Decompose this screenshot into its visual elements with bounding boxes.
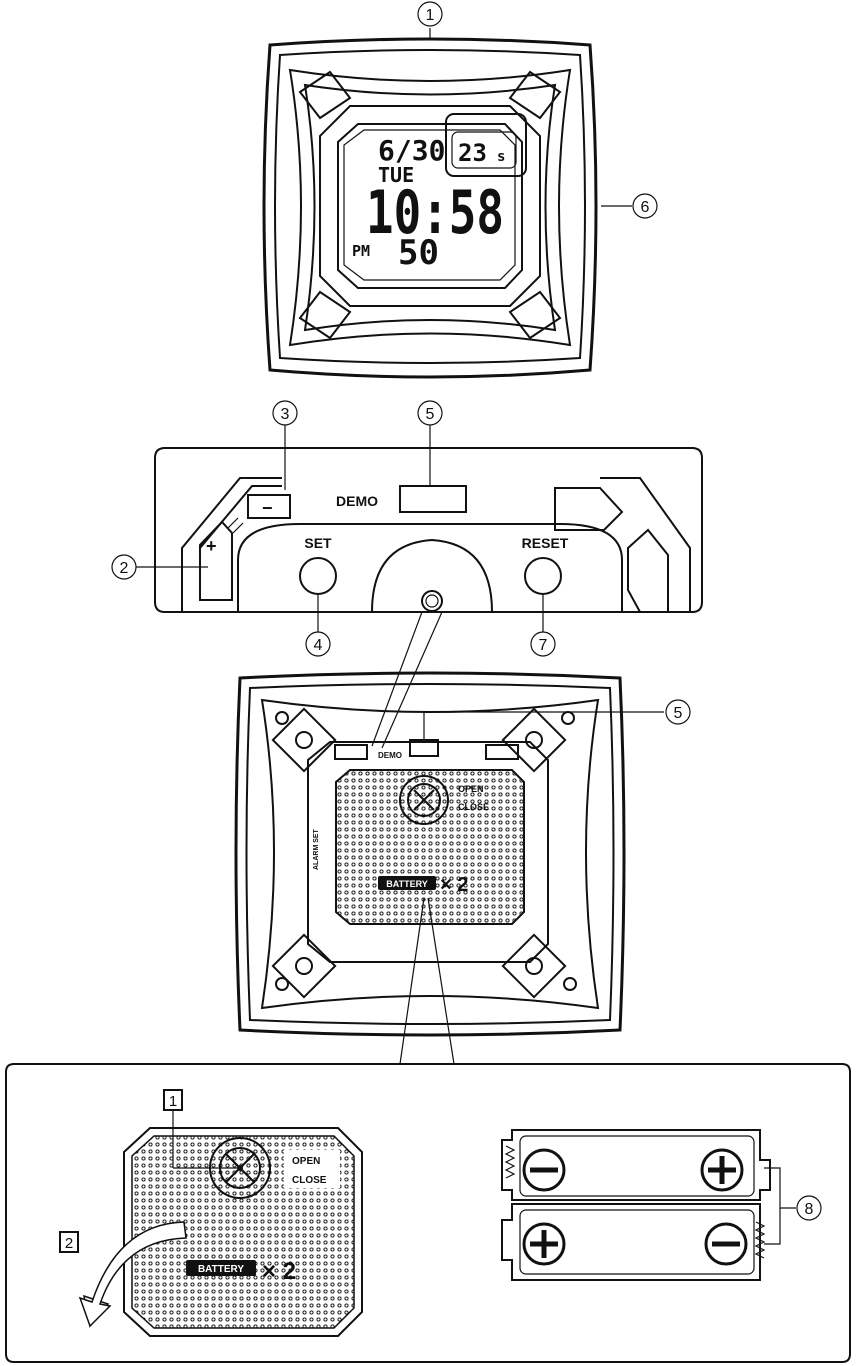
rotate-arrow-icon xyxy=(78,1221,187,1328)
demo-label: DEMO xyxy=(336,493,378,509)
callout-4-label: 4 xyxy=(314,637,323,654)
lcd-ampm: PM xyxy=(352,242,370,260)
demo-button[interactable] xyxy=(399,485,467,513)
lcd-time: 10:58 xyxy=(366,178,504,248)
back-multiplier: × 2 xyxy=(440,874,468,896)
set-label: SET xyxy=(304,535,332,551)
minus-terminal-top xyxy=(522,1148,566,1192)
callout-5-label: 5 xyxy=(426,406,435,423)
lcd-bottom: 50 xyxy=(398,233,439,273)
back-open-label: OPEN xyxy=(458,784,484,794)
callout-1-label: 1 xyxy=(426,7,435,24)
callout-8-label: 8 xyxy=(805,1201,814,1218)
lcd-seconds-unit: s xyxy=(497,149,505,165)
watch-back: DEMO OPEN CLOSE BATTERY × 2 ALARM SET 5 xyxy=(234,671,691,1037)
button-panel: − + DEMO SET RESET 3 5 2 4 xyxy=(111,400,703,657)
step-1-label: 1 xyxy=(169,1093,177,1110)
set-button[interactable] xyxy=(299,557,337,595)
detail-battery-label: BATTERY xyxy=(198,1264,244,1275)
back-corner-guards xyxy=(271,707,577,999)
step-2-box xyxy=(59,1231,79,1253)
detail-multiplier: × 2 xyxy=(262,1258,296,1285)
detail-close-label: CLOSE xyxy=(292,1175,327,1186)
reset-button[interactable] xyxy=(524,557,562,595)
back-battery-label: BATTERY xyxy=(386,879,428,889)
callout-3-label: 3 xyxy=(281,406,290,423)
callout-5b-label: 5 xyxy=(674,705,683,722)
watch-front: 6/30 TUE 23 s 10:58 PM 50 1 6 xyxy=(262,1,658,379)
callout-6-label: 6 xyxy=(641,199,650,216)
plus-terminal-top xyxy=(700,1148,744,1192)
minus-label: − xyxy=(262,498,273,518)
callout-2-label: 2 xyxy=(120,560,129,577)
battery-compartment xyxy=(501,1129,771,1281)
callout-7-label: 7 xyxy=(539,637,548,654)
back-close-label: CLOSE xyxy=(458,802,489,812)
plus-label: + xyxy=(206,536,217,556)
plus-terminal-bottom xyxy=(522,1222,566,1266)
lcd-seconds: 23 xyxy=(458,139,487,167)
reset-label: RESET xyxy=(522,535,569,551)
callout-1 xyxy=(417,1,443,27)
detail-open-label: OPEN xyxy=(292,1156,320,1167)
callout-6 xyxy=(632,193,658,219)
back-alarm-set-label: ALARM SET xyxy=(313,828,320,870)
back-demo-label: DEMO xyxy=(378,751,402,760)
detail-box: OPEN CLOSE BATTERY × 2 1 2 xyxy=(5,1063,851,1363)
minus-terminal-bottom xyxy=(704,1222,748,1266)
plus-button[interactable] xyxy=(199,520,233,601)
minus-button[interactable] xyxy=(247,494,291,519)
step-2-label: 2 xyxy=(65,1235,73,1252)
lcd-date: 6/30 xyxy=(378,134,445,167)
lcd-day: TUE xyxy=(378,163,414,187)
